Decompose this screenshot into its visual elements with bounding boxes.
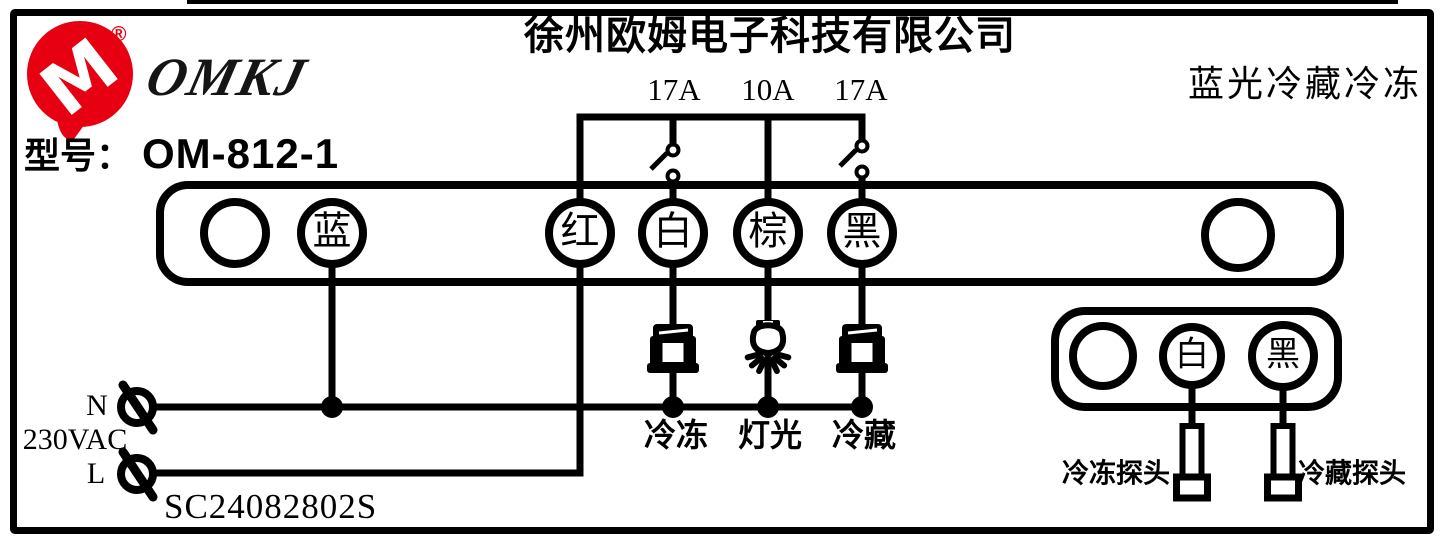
- product-name: 蓝光冷藏冷冻: [1187, 64, 1422, 104]
- probe-circle-black: [1248, 321, 1318, 391]
- fuse-rating-light: 10A: [741, 72, 795, 107]
- junction-dot: [851, 396, 873, 418]
- probe-terminal-label-black: 黑: [1266, 336, 1300, 374]
- terminal-label-red: 红: [560, 210, 600, 254]
- switch-contacts: [665, 138, 870, 184]
- probe-terminal-label-white: 白: [1175, 336, 1209, 374]
- serial-number: SC24082802S: [164, 487, 378, 526]
- terminal-circle-empty-right: [1201, 198, 1275, 272]
- voltage-label: 230VAC: [22, 423, 128, 456]
- logo-wordmark: OMKJ: [140, 47, 314, 107]
- probe-icon-freezer: [1173, 423, 1211, 502]
- switch-contact-icon: [665, 168, 681, 184]
- fuse-rating-fridge: 17A: [834, 72, 888, 107]
- terminal-label-blue: 蓝: [312, 210, 352, 254]
- lamp-icon-light: [744, 320, 792, 376]
- fuse-rating-freezer: 17A: [647, 72, 701, 107]
- top-edge-line: [187, 0, 1398, 4]
- probe-circle-white: [1159, 323, 1225, 389]
- probe-label-fridge: 冷藏探头: [1298, 458, 1406, 489]
- load-label-freezer: 冷冻: [643, 417, 709, 453]
- live-label: L: [86, 457, 106, 490]
- terminal-label-white: 白: [653, 210, 693, 254]
- screw-terminal-live-icon: [117, 447, 158, 502]
- diagram-border-frame: [10, 9, 1434, 534]
- model-row: 型号： OM-812-1: [24, 133, 339, 175]
- junction-dot: [662, 396, 684, 418]
- switch-contact-icon: [665, 142, 681, 158]
- logo-tail: [56, 114, 90, 140]
- model-value: OM-812-1: [142, 130, 340, 177]
- junction-dots: [321, 396, 873, 418]
- registered-mark: ®: [111, 23, 127, 46]
- terminal-circles: [200, 198, 1318, 391]
- junction-dot: [757, 396, 779, 418]
- compressor-icon-freezer: [647, 324, 699, 373]
- probe-circle-empty: [1069, 322, 1137, 390]
- probe-label-freezer: 冷冻探头: [1062, 458, 1170, 489]
- load-label-light: 灯光: [737, 417, 803, 453]
- terminal-circle-blue: [297, 198, 367, 268]
- terminal-circle-empty-left: [200, 198, 270, 268]
- company-title: 徐州欧姆电子科技有限公司: [524, 14, 1016, 58]
- switch-contact-icon: [854, 164, 870, 180]
- terminal-label-black: 黑: [842, 210, 882, 254]
- terminal-circle-red: [545, 198, 615, 268]
- switch-blade-fridge: [838, 148, 858, 168]
- probe-icon-fridge: [1264, 423, 1302, 502]
- compressor-icon-fridge: [836, 324, 888, 373]
- terminal-circle-black: [827, 198, 897, 268]
- neutral-label: N: [86, 389, 108, 422]
- terminal-label-brown: 棕: [748, 210, 788, 254]
- junction-dot: [321, 396, 343, 418]
- switch-contact-icon: [854, 138, 870, 154]
- switch-blade-freezer: [649, 151, 669, 171]
- wire-relay-bus: [580, 113, 866, 140]
- model-label: 型号：: [24, 135, 133, 176]
- screw-terminal-neutral-icon: [117, 380, 158, 435]
- load-label-fridge: 冷藏: [831, 417, 897, 453]
- logo-circle: [27, 21, 133, 127]
- terminal-circle-white: [638, 198, 708, 268]
- terminal-circle-brown: [733, 198, 803, 268]
